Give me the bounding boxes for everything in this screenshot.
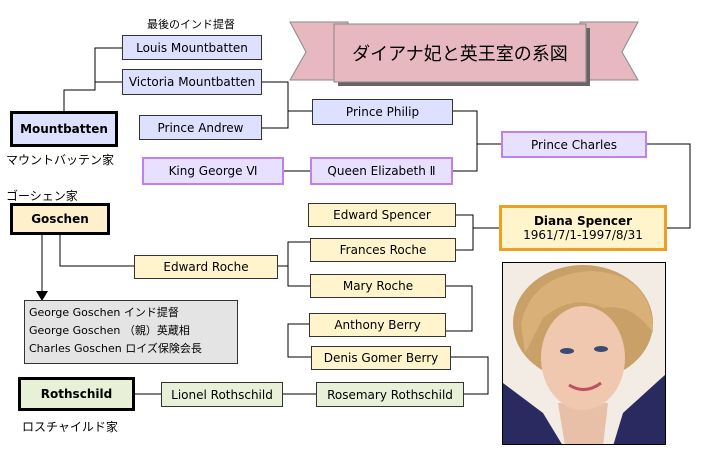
- person-edward-spencer: Edward Spencer: [308, 203, 456, 227]
- person-prince-andrew: Prince Andrew: [139, 115, 262, 140]
- goschen-member: George Goschen インド提督: [29, 306, 179, 319]
- person-edward-roche: Edward Roche: [134, 255, 278, 279]
- person-lionel-rothschild: Lionel Rothschild: [161, 382, 283, 407]
- caption-mountbatten: マウントバッテン家: [6, 153, 115, 167]
- connector-charles-diana: [647, 143, 691, 229]
- diana-dates: 1961/7/1-1997/8/31: [523, 228, 643, 242]
- connector-frances-mary: [287, 241, 310, 287]
- person-king-george: King George Ⅵ: [142, 157, 284, 185]
- connector-anthony-denis: [287, 323, 311, 358]
- caption-rothschild: ロスチャイルド家: [22, 420, 118, 434]
- person-louis-mountbatten: Louis Mountbatten: [122, 35, 262, 60]
- connector-spencer-frances: [456, 214, 474, 251]
- connector-denis-rosemary: [451, 356, 489, 395]
- person-mary-roche: Mary Roche: [310, 274, 446, 298]
- connector-mary-anthony: [446, 285, 473, 332]
- goschen-members-list: George Goschen インド提督 George Goschen （親）英…: [24, 300, 238, 364]
- person-prince-charles: Prince Charles: [501, 131, 647, 158]
- arrow-down-icon: [36, 291, 48, 301]
- title-banner: [289, 21, 639, 86]
- person-diana-spencer: Diana Spencer 1961/7/1-1997/8/31: [499, 205, 667, 251]
- person-queen-elizabeth: Queen Elizabeth Ⅱ: [310, 157, 453, 185]
- page-title: ダイアナ妃と英王室の系図: [352, 44, 568, 65]
- person-prince-philip: Prince Philip: [312, 99, 453, 125]
- person-frances-roche: Frances Roche: [310, 238, 456, 262]
- family-mountbatten: Mountbatten: [10, 111, 118, 147]
- connector-goschen-edward-roche: [59, 235, 134, 267]
- diana-portrait-photo: [502, 262, 666, 445]
- connector-mountbatten-victoria: [94, 66, 122, 83]
- family-goschen: Goschen: [10, 203, 110, 235]
- person-anthony-berry: Anthony Berry: [309, 313, 446, 337]
- connector-victoria-andrew: [262, 81, 289, 129]
- person-victoria-mountbatten: Victoria Mountbatten: [122, 69, 262, 95]
- diana-name: Diana Spencer: [533, 214, 633, 228]
- person-rosemary-rothschild: Rosemary Rothschild: [316, 382, 464, 407]
- india-note: 最後のインド提督: [147, 18, 235, 31]
- goschen-member: George Goschen （親）英蔵相: [29, 324, 190, 337]
- person-denis-gomer-berry: Denis Gomer Berry: [311, 346, 451, 370]
- caption-goschen: ゴーシェン家: [6, 189, 78, 203]
- family-rothschild: Rothschild: [18, 377, 135, 411]
- connector-philip-elizabeth: [453, 110, 478, 172]
- goschen-member: Charles Goschen ロイズ保険会長: [29, 342, 202, 355]
- connector-mountbatten-louis: [63, 47, 122, 111]
